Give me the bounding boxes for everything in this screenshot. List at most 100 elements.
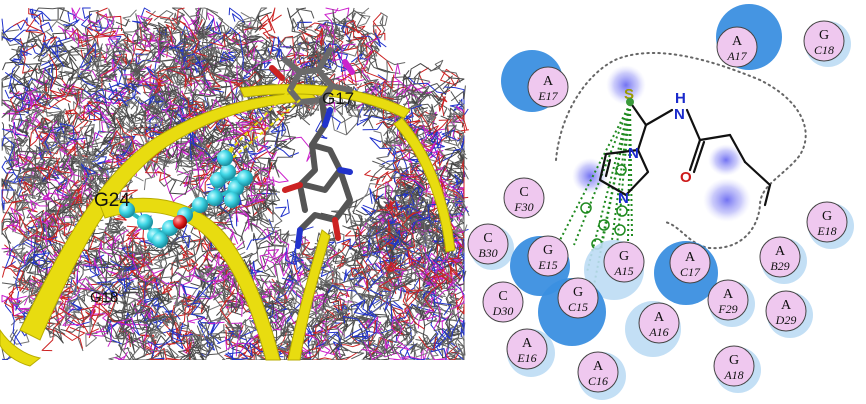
wire-segment-2052 xyxy=(115,325,130,340)
wire-segment-444 xyxy=(50,88,72,103)
wire-segment-277 xyxy=(168,41,187,62)
wire-segment-2081 xyxy=(223,318,243,332)
wire-segment-1590 xyxy=(89,291,114,321)
wire-segment-2597 xyxy=(241,123,259,133)
wire-segment-1511 xyxy=(13,151,24,168)
wire-segment-1446 xyxy=(26,176,48,209)
residue-code: A xyxy=(723,287,734,302)
wire-segment-2119 xyxy=(381,210,395,226)
wire-segment-841 xyxy=(332,9,356,33)
atom-ring-nitrogen-1: N xyxy=(628,145,639,162)
wire-segment-276 xyxy=(12,38,22,61)
wire-segment-2057 xyxy=(328,322,354,340)
structure-view: G24 G17 G18 xyxy=(0,7,470,404)
wire-segment-538 xyxy=(44,126,61,155)
wire-segment-1189 xyxy=(440,107,462,121)
wire-segment-2628 xyxy=(240,193,262,230)
wire-segment-1835 xyxy=(117,265,131,285)
wire-segment-2626 xyxy=(272,146,296,170)
wire-segment-1518 xyxy=(16,150,37,171)
wire-segment-1343 xyxy=(39,133,69,152)
residue-code: G xyxy=(819,28,829,43)
wire-segment-1058 xyxy=(369,137,392,156)
wire-segment-1476 xyxy=(78,160,99,184)
wire-segment-525 xyxy=(154,73,196,96)
wire-segment-1707 xyxy=(264,258,277,276)
wire-segment-2384 xyxy=(374,313,410,337)
wire-segment-2355 xyxy=(381,267,402,290)
wire-segment-1519 xyxy=(12,242,47,271)
exposure-blob-3 xyxy=(708,144,744,176)
wire-segment-1778 xyxy=(104,302,135,329)
wire-segment-2356 xyxy=(379,200,393,215)
wire-segment-1142 xyxy=(386,59,406,84)
wire-segment-372 xyxy=(122,9,137,23)
wire-segment-2244 xyxy=(377,231,400,247)
wire-segment-756 xyxy=(347,93,362,118)
wire-segment-2605 xyxy=(258,102,271,143)
wire-segment-304 xyxy=(102,89,127,105)
wire-segment-1970 xyxy=(317,308,336,326)
wire-segment-1070 xyxy=(376,140,393,166)
wire-segment-461 xyxy=(138,105,162,124)
wire-segment-2055 xyxy=(134,241,154,266)
wire-segment-2412 xyxy=(336,238,356,250)
wire-segment-2385 xyxy=(350,260,369,290)
wire-segment-2038 xyxy=(96,322,129,340)
wire-segment-1592 xyxy=(85,317,98,347)
wire-segment-2394 xyxy=(361,341,382,361)
wire-segment-2413 xyxy=(382,307,394,340)
wire-segment-405 xyxy=(108,107,125,132)
wire-segment-2419 xyxy=(446,352,459,361)
wire-segment-1559 xyxy=(1,220,18,235)
wire-segment-540 xyxy=(153,63,172,81)
wire-segment-7 xyxy=(47,163,64,177)
residue-disc xyxy=(577,351,619,393)
wire-segment-2623 xyxy=(206,127,234,162)
wire-segment-2546 xyxy=(276,105,309,120)
wire-segment-709 xyxy=(151,106,173,122)
wire-segment-2353 xyxy=(403,282,424,303)
wire-segment-1411 xyxy=(67,288,104,321)
wire-segment-1981 xyxy=(256,228,279,242)
atom-nh-hydrogen: H xyxy=(675,90,686,107)
wire-segment-1274 xyxy=(19,276,29,292)
wire-segment-1962 xyxy=(320,321,331,357)
wire-segment-1877 xyxy=(117,277,133,297)
wire-segment-199 xyxy=(87,13,117,35)
wire-segment-936 xyxy=(402,74,434,97)
pi-stack-marker-1 xyxy=(598,219,610,231)
wire-segment-1572 xyxy=(65,277,95,303)
wire-segment-845 xyxy=(205,18,222,35)
wire-segment-313 xyxy=(131,7,151,24)
wire-segment-536 xyxy=(56,134,71,152)
wire-segment-1192 xyxy=(455,112,466,134)
wire-segment-1414 xyxy=(84,245,106,278)
wire-segment-1172 xyxy=(428,129,445,149)
wire-segment-2441 xyxy=(391,316,410,351)
wire-segment-1808 xyxy=(153,238,176,268)
wire-segment-2196 xyxy=(369,188,384,204)
wire-segment-520 xyxy=(24,33,44,44)
wire-segment-415 xyxy=(1,29,39,43)
wire-segment-2414 xyxy=(370,212,391,238)
wire-segment-2212 xyxy=(379,294,395,321)
wire-segment-876 xyxy=(155,65,181,87)
wire-segment-2096 xyxy=(219,288,236,323)
residue-disc xyxy=(669,242,711,284)
wire-segment-2411 xyxy=(452,227,465,239)
wire-segment-1577 xyxy=(1,189,15,211)
wire-segment-2197 xyxy=(403,309,434,325)
residue-id: C17 xyxy=(680,265,701,279)
wire-segment-417 xyxy=(63,19,80,27)
residue-disc xyxy=(707,279,749,321)
label-g24: G24 xyxy=(94,190,130,211)
wire-segment-499 xyxy=(74,92,101,112)
wire-segment-1909 xyxy=(96,281,122,300)
wire-segment-2296 xyxy=(412,335,439,357)
wire-segment-2404 xyxy=(356,299,376,318)
wire-segment-1196 xyxy=(375,169,397,204)
